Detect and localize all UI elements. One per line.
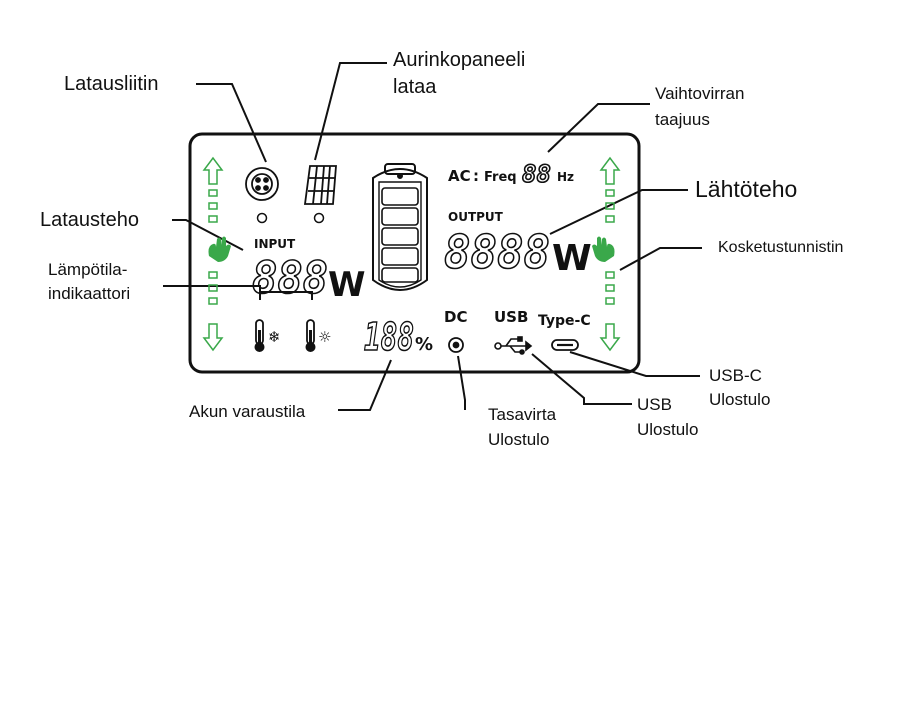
leader-usb-output <box>531 353 632 405</box>
charging-port-icon <box>245 167 279 224</box>
leader-ac-frequency <box>547 103 650 153</box>
leader-touch-sensor <box>619 247 702 271</box>
thermometer-cold-icon <box>254 319 265 352</box>
percent-digits: 188 <box>364 315 414 359</box>
right-hand-touch-icon <box>592 236 615 262</box>
right-dash-5 <box>605 284 615 292</box>
ac-label: AC <box>448 167 471 185</box>
left-up-arrow-icon <box>202 156 224 185</box>
leader-lines <box>163 62 702 411</box>
label-battery-level: Akun varaustila <box>189 402 306 421</box>
lcd-frame <box>188 132 641 374</box>
left-dash-4 <box>208 271 218 279</box>
label-input-power: Latausteho <box>40 209 139 231</box>
right-dash-3 <box>605 215 615 223</box>
leader-dc-output <box>457 355 466 410</box>
leader-battery-level <box>338 359 392 411</box>
label-temp-line1: Lämpötila- <box>48 260 128 279</box>
left-dash-6 <box>208 297 218 305</box>
input-label: INPUT <box>254 237 296 251</box>
label-usb-line1: USB <box>637 395 672 414</box>
input-unit: W <box>328 265 366 305</box>
left-dash-2 <box>208 202 218 210</box>
label-output-power: Lähtöteho <box>695 176 798 202</box>
input-digits: 888 <box>252 253 328 304</box>
label-usbc-line2: Ulostulo <box>709 390 771 409</box>
thermometer-hot-icon <box>305 319 316 352</box>
usb-label: USB <box>494 308 528 326</box>
left-hand-touch-icon <box>208 236 231 262</box>
label-charging-port: Latausliitin <box>64 73 159 95</box>
right-down-arrow-icon <box>599 323 621 352</box>
right-dash-1 <box>605 189 615 197</box>
leader-temp-a <box>163 285 261 300</box>
leader-usbc-output <box>569 351 700 377</box>
right-up-arrow-icon <box>599 156 621 185</box>
leader-temp-b <box>260 291 313 300</box>
sun-icon: ☼ <box>318 328 331 346</box>
usb-icon <box>494 336 533 355</box>
output-unit: W <box>552 238 592 279</box>
percent-unit: % <box>415 334 433 355</box>
left-dash-1 <box>208 189 218 197</box>
leader-charging-port <box>196 83 267 163</box>
freq-label: Freq <box>484 170 517 185</box>
leader-solar <box>314 62 387 161</box>
battery-icon <box>372 163 428 291</box>
label-solar-line2: lataa <box>393 76 437 98</box>
label-usb-line2: Ulostulo <box>637 420 699 439</box>
right-dash-6 <box>605 297 615 305</box>
output-digits: 8888 <box>444 225 550 279</box>
label-touch-sensor: Kosketustunnistin <box>718 239 844 256</box>
snowflake-icon: ❄ <box>268 328 281 346</box>
label-dc-line1: Tasavirta <box>488 405 557 424</box>
right-dash-2 <box>605 202 615 210</box>
hz-unit: Hz <box>557 170 574 184</box>
label-dc-line2: Ulostulo <box>488 430 550 449</box>
dc-label: DC <box>444 308 467 326</box>
usb-c-port-icon <box>551 339 579 351</box>
freq-digits: 88 <box>522 160 551 188</box>
label-ac-frequency-line1: Vaihtovirran <box>655 84 745 103</box>
left-down-arrow-icon <box>202 323 224 352</box>
left-indicator-column <box>202 156 224 352</box>
label-ac-frequency-line2: taajuus <box>655 110 710 129</box>
left-dash-5 <box>208 284 218 292</box>
right-indicator-column <box>599 156 621 352</box>
dc-port-icon <box>448 337 464 353</box>
right-dash-4 <box>605 271 615 279</box>
label-temp-line2: indikaattori <box>48 284 131 303</box>
typec-label: Type-C <box>538 313 591 329</box>
leader-output-power <box>549 189 688 235</box>
label-solar-line1: Aurinkopaneeli <box>393 49 526 71</box>
solar-panel-icon <box>303 165 337 224</box>
label-usbc-line1: USB-C <box>709 366 762 385</box>
ac-colon: : <box>473 167 479 185</box>
output-label: OUTPUT <box>448 210 504 224</box>
left-dash-3 <box>208 215 218 223</box>
